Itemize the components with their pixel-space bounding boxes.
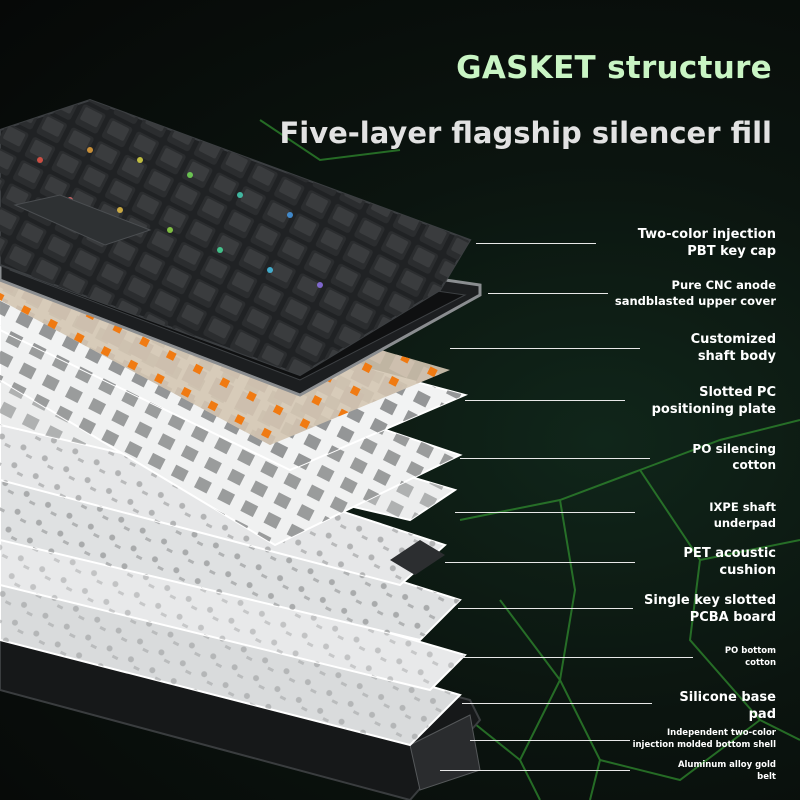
leader-line (470, 740, 630, 741)
leader-line (488, 293, 608, 294)
leader-line (440, 770, 630, 771)
leader-line (445, 562, 635, 563)
rgb-legend-glow (37, 147, 323, 288)
leader-line (455, 512, 635, 513)
leader-line (476, 243, 596, 244)
headline-title: GASKET structure (456, 50, 772, 86)
leader-line (450, 348, 640, 349)
spacebar (13, 194, 152, 246)
leader-line (462, 703, 652, 704)
headline-subtitle: Five-layer flagship silencer fill (279, 116, 772, 150)
leader-line (465, 400, 625, 401)
leader-line (458, 657, 693, 658)
leader-line (458, 608, 633, 609)
leader-line (460, 458, 650, 459)
